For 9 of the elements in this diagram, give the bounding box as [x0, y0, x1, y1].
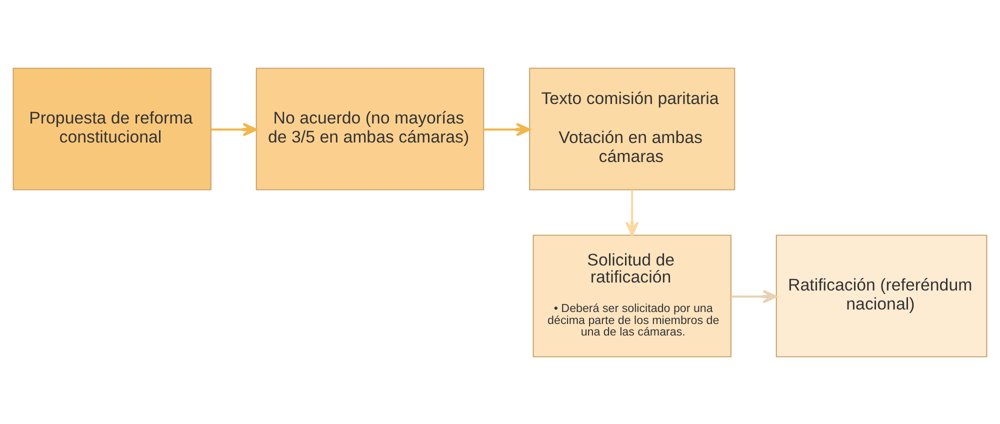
node-box: Propuesta de reforma constitucional	[12, 67, 212, 190]
node-box: Ratificación (referéndum nacional)	[776, 234, 988, 357]
node-box: Solicitud de ratificación • Deberá ser solicitado por una décima parte de los miembros de una de las cámaras.	[532, 234, 732, 357]
arrow	[484, 122, 531, 136]
node-box: No acuerdo (no mayorías de 3/5 en ambas cámaras)	[256, 67, 484, 190]
arrow	[731, 289, 778, 303]
arrow	[211, 122, 258, 136]
arrow	[625, 190, 639, 236]
node-box: Texto comisión paritaria Votación en ambas cámaras	[529, 67, 736, 190]
